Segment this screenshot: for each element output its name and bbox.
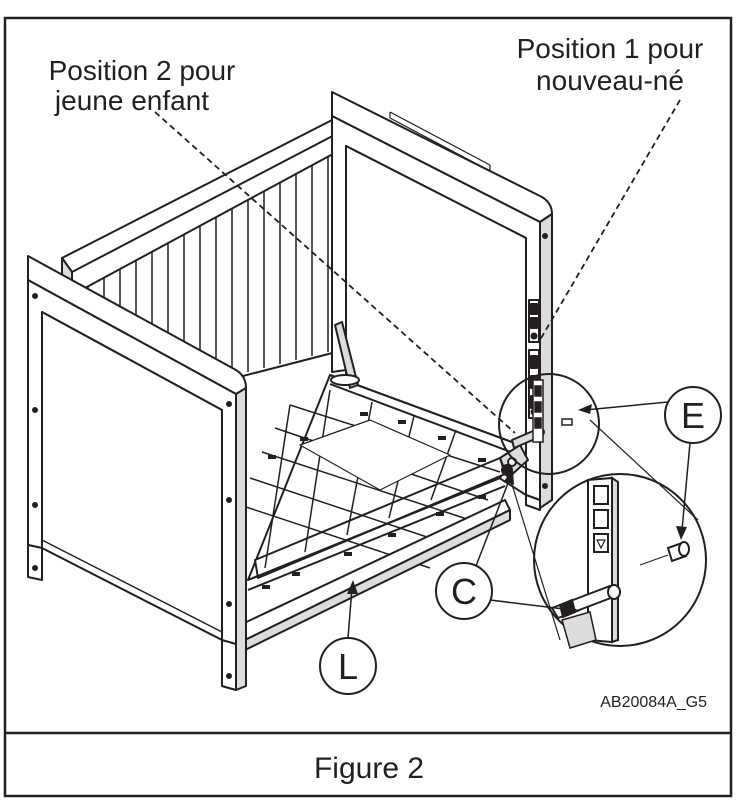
position-2-label-line1: Position 2 pour bbox=[49, 55, 236, 86]
figure-caption: Figure 2 bbox=[314, 752, 424, 785]
callout-e-label: E bbox=[681, 395, 705, 436]
callout-l-label: L bbox=[338, 646, 358, 687]
spring-clips bbox=[262, 412, 486, 589]
position-2-leader bbox=[154, 111, 516, 434]
callout-c-circle bbox=[435, 562, 493, 620]
callout-c-arrow-2 bbox=[566, 605, 580, 616]
position-1-label-line1: Position 1 pour bbox=[517, 33, 704, 64]
detail-connector-top bbox=[589, 419, 699, 521]
position-2-label-line2: jeune enfant bbox=[54, 85, 209, 116]
detail-connector-bottom bbox=[509, 477, 561, 641]
mattress-support bbox=[239, 321, 529, 591]
position-1-leader bbox=[539, 99, 681, 341]
part-number: AB20084A_G5 bbox=[600, 694, 707, 711]
callout-c-arrow-1 bbox=[504, 470, 514, 485]
callout-c-leader-2 bbox=[489, 599, 573, 611]
detail-small-content bbox=[532, 379, 573, 443]
callout-e-circle bbox=[664, 386, 722, 444]
callout-e-leader-2 bbox=[681, 442, 691, 531]
callout-c-label: C bbox=[451, 571, 477, 612]
callout-l-leader bbox=[347, 587, 353, 639]
callout-c-leader-1 bbox=[475, 477, 511, 567]
callout-e-arrow-2 bbox=[676, 526, 687, 540]
callout-e-arrow-1 bbox=[578, 404, 592, 414]
position-1-label-line2: nouveau-né bbox=[536, 65, 684, 96]
left-end-panel bbox=[27, 255, 247, 691]
callout-e-leader-1 bbox=[584, 401, 669, 411]
diagram-border bbox=[3, 16, 733, 798]
detail-circle-large bbox=[533, 473, 707, 647]
detail-circle-small bbox=[498, 373, 600, 475]
callout-l-arrow bbox=[347, 580, 358, 594]
crib-illustration bbox=[27, 91, 553, 691]
